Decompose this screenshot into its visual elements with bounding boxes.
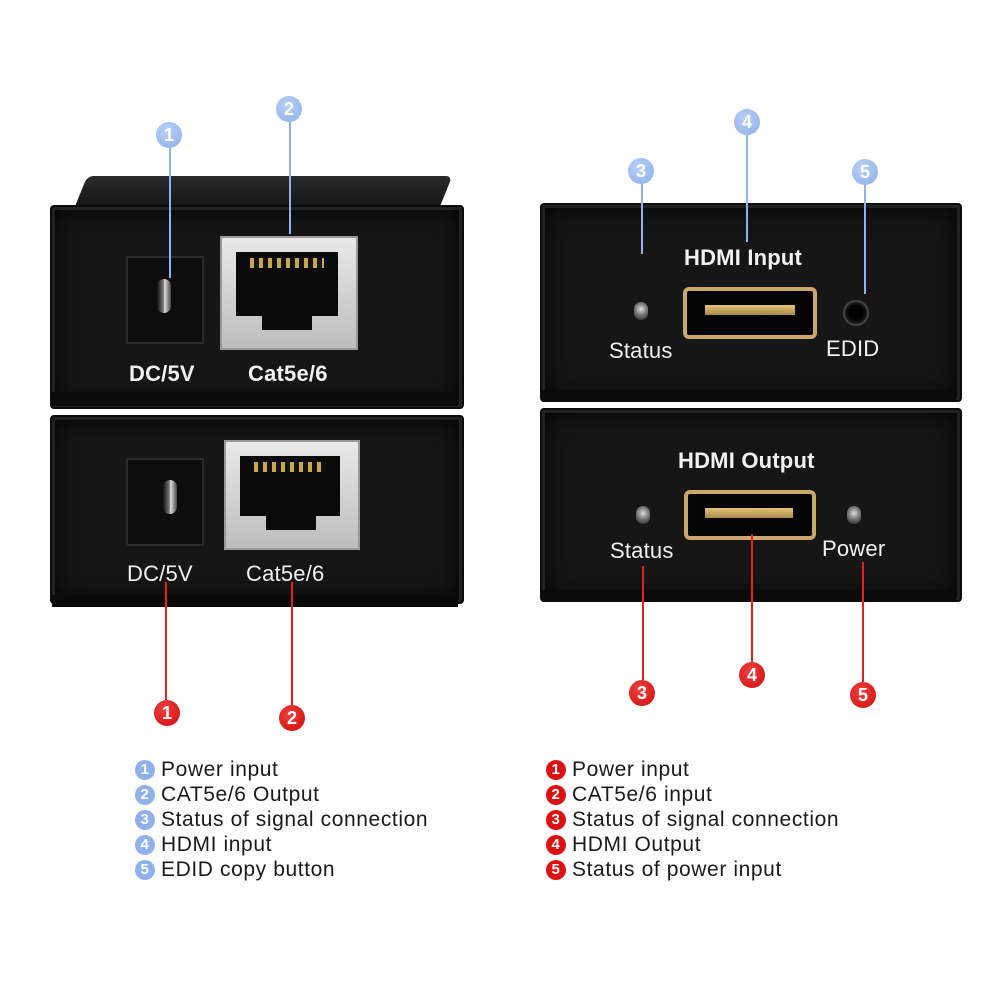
legend-right-item: 3 Status of signal connection [546, 807, 839, 832]
right-bottom-status-led [636, 506, 650, 524]
legend-left-text: CAT5e/6 Output [161, 782, 320, 806]
callout-line-right-top-4 [746, 134, 748, 242]
legend-right-item: 2 CAT5e/6 input [546, 782, 839, 807]
legend-right-badge: 3 [546, 809, 566, 830]
legend-right-text: HDMI Output [572, 832, 702, 856]
legend-left: 1 Power input 2 CAT5e/6 Output 3 Status … [135, 757, 428, 882]
left-bottom-dc-pin [163, 480, 177, 514]
right-top-status-label: Status [609, 338, 673, 363]
legend-right-badge: 1 [546, 759, 566, 780]
legend-right-text: Status of power input [572, 857, 782, 881]
left-bottom-dc-label: DC/5V [127, 561, 193, 586]
legend-right-item: 1 Power input [546, 757, 839, 782]
right-top-unit-foot [542, 390, 956, 402]
legend-right-text: CAT5e/6 input [572, 782, 713, 806]
right-bottom-title: HDMI Output [678, 448, 815, 473]
legend-left-text: EDID copy button [161, 857, 336, 881]
legend-left-item: 2 CAT5e/6 Output [135, 782, 428, 807]
legend-right-badge: 2 [546, 784, 566, 805]
left-top-rj45-pins [250, 258, 324, 268]
left-top-port-label: Cat5e/6 [248, 361, 328, 386]
legend-left-text: Status of signal connection [161, 807, 429, 831]
left-top-dc-pin [157, 279, 171, 313]
callout-line-right-top-3 [641, 184, 643, 254]
left-bottom-rj45-tab [266, 514, 316, 530]
left-top-dc-jack [126, 256, 204, 344]
right-bottom-hdmi-contacts [705, 508, 793, 518]
legend-right-text: Power input [572, 757, 690, 781]
right-top-title: HDMI Input [684, 245, 803, 270]
legend-right: 1 Power input 2 CAT5e/6 input 3 Status o… [546, 757, 839, 882]
legend-left-text: HDMI input [161, 832, 273, 856]
callout-line-left-bottom-1 [165, 582, 167, 700]
legend-left-badge: 1 [135, 759, 155, 780]
legend-left-item: 5 EDID copy button [135, 857, 428, 882]
right-bottom-unit-foot [542, 590, 956, 602]
callout-badge-left-top-1: 1 [156, 122, 182, 148]
callout-line-left-top-1 [169, 148, 171, 278]
left-top-unit-foot [52, 392, 458, 406]
legend-right-badge: 4 [546, 834, 566, 855]
left-bottom-unit-foot [52, 595, 458, 607]
right-bottom-power-led [847, 506, 861, 524]
legend-left-badge: 4 [135, 834, 155, 855]
legend-left-item: 3 Status of signal connection [135, 807, 428, 832]
right-top-edid-button[interactable] [843, 300, 869, 326]
callout-line-left-top-2 [289, 122, 291, 234]
left-bottom-rj45-pins [254, 462, 326, 472]
callout-badge-right-bottom-4: 4 [739, 662, 765, 688]
legend-left-text: Power input [161, 757, 279, 781]
callout-badge-right-top-4: 4 [734, 109, 760, 135]
callout-badge-right-top-3: 3 [628, 158, 654, 184]
callout-badge-right-bottom-3: 3 [629, 680, 655, 706]
legend-left-badge: 3 [135, 809, 155, 830]
legend-left-item: 1 Power input [135, 757, 428, 782]
legend-left-item: 4 HDMI input [135, 832, 428, 857]
legend-right-text: Status of signal connection [572, 807, 840, 831]
callout-line-right-bottom-5 [862, 562, 864, 682]
left-top-rj45-tab [262, 314, 312, 330]
legend-right-badge: 5 [546, 859, 566, 880]
right-top-status-led [634, 302, 648, 320]
callout-line-right-top-5 [864, 184, 866, 294]
legend-right-item: 5 Status of power input [546, 857, 839, 882]
legend-right-item: 4 HDMI Output [546, 832, 839, 857]
callout-line-right-bottom-3 [642, 566, 644, 680]
left-bottom-port-label: Cat5e/6 [246, 561, 325, 586]
callout-badge-right-top-5: 5 [852, 159, 878, 185]
right-top-edid-label: EDID [826, 336, 880, 361]
callout-badge-left-top-2: 2 [276, 96, 302, 122]
right-top-hdmi-contacts [705, 305, 795, 315]
left-top-dc-label: DC/5V [129, 361, 195, 386]
legend-left-badge: 2 [135, 784, 155, 805]
callout-line-left-bottom-2 [291, 582, 293, 706]
right-bottom-power-label: Power [822, 536, 886, 561]
callout-line-right-bottom-4 [751, 534, 753, 662]
right-bottom-status-label: Status [610, 538, 674, 563]
legend-left-badge: 5 [135, 859, 155, 880]
callout-badge-left-bottom-2: 2 [279, 705, 305, 731]
callout-badge-right-bottom-5: 5 [850, 682, 876, 708]
callout-badge-left-bottom-1: 1 [154, 700, 180, 726]
